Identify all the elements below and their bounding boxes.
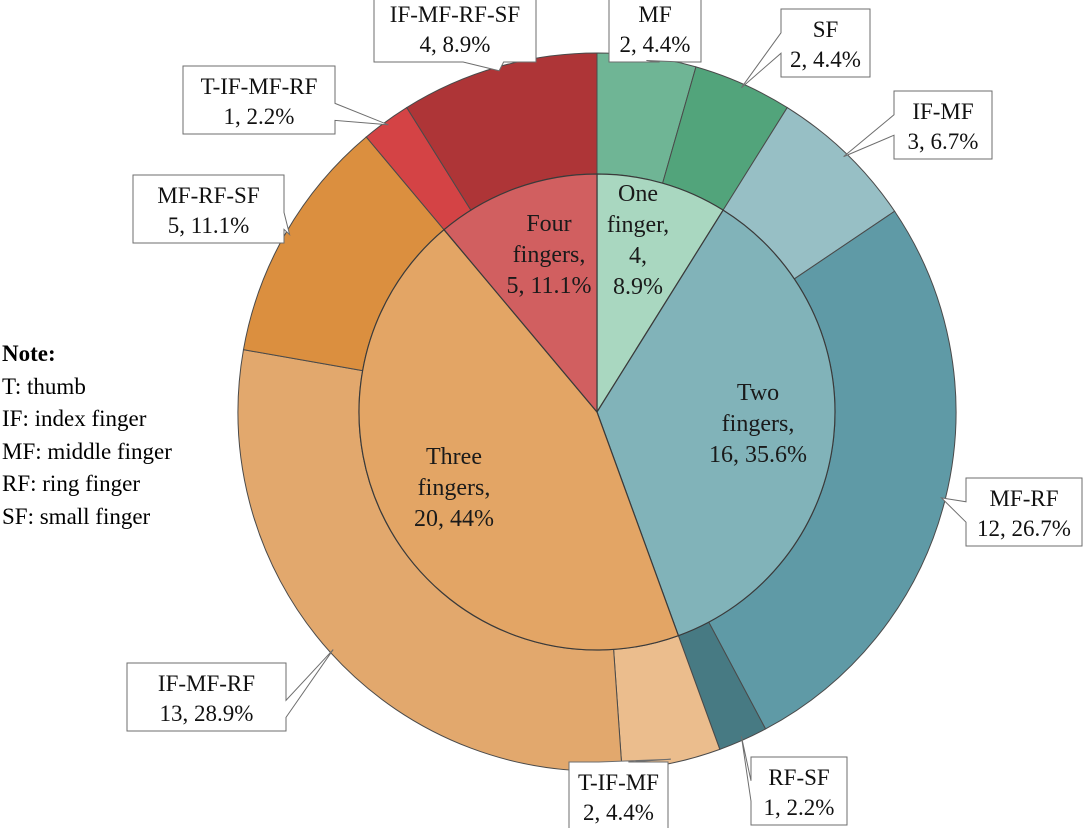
inner-slice-two-fingers <box>596 209 836 637</box>
callout-name: IF-MF-RF <box>158 671 255 696</box>
callout-name: RF-SF <box>768 765 829 790</box>
callout-t-if-mf: T-IF-MF 2, 4.4% <box>568 758 671 828</box>
callout-value: 5, 11.1% <box>168 213 250 238</box>
callout-labels: MF 2, 4.4% SF 2, 4.4% IF-MF 3, 6.7% MF-RF 12, 2… <box>126 0 1083 828</box>
callout-t-if-mf-rf: T-IF-MF-RF 1, 2.2% <box>182 65 389 135</box>
note-line-small: SF: small finger <box>2 503 151 529</box>
note-title: Note: <box>2 341 56 366</box>
callout-value: 12, 26.7% <box>977 516 1071 541</box>
callout-name: IF-MF <box>912 99 973 124</box>
callout-name: MF-RF-SF <box>157 183 259 208</box>
inner-ring <box>358 173 836 651</box>
inner-slice-one-finger <box>596 173 724 415</box>
callout-name: T-IF-MF <box>578 770 659 795</box>
callout-name: MF <box>638 2 671 27</box>
callout-name: SF <box>813 17 839 42</box>
callout-value: 2, 4.4% <box>790 47 861 72</box>
callout-mf-rf: MF-RF 12, 26.7% <box>939 477 1083 547</box>
callout-value: 2, 4.4% <box>583 800 654 825</box>
callout-name: T-IF-MF-RF <box>201 74 318 99</box>
callout-value: 3, 6.7% <box>908 129 979 154</box>
note-line-ring: RF: ring finger <box>2 471 140 496</box>
callout-name: MF-RF <box>989 486 1058 511</box>
outer-ring <box>237 52 957 772</box>
inner-slice-four-fingers <box>443 173 598 414</box>
inner-slice-three-fingers <box>358 228 680 651</box>
callout-value: 1, 2.2% <box>764 795 835 820</box>
abbreviation-note: Note: T: thumb IF: index finger MF: midd… <box>2 338 172 533</box>
callout-mf-rf-sf: MF-RF-SF 5, 11.1% <box>132 174 291 244</box>
note-line-middle: MF: middle finger <box>2 438 172 464</box>
callout-value: 2, 4.4% <box>620 32 691 57</box>
callout-value: 1, 2.2% <box>224 104 295 129</box>
callout-rf-sf: RF-SF 1, 2.2% <box>740 736 848 826</box>
note-line-index: IF: index finger <box>2 406 147 431</box>
callout-name: IF-MF-RF-SF <box>390 2 520 27</box>
callout-value: 13, 28.9% <box>160 701 254 726</box>
callout-sf: SF 2, 4.4% <box>740 8 871 89</box>
callout-value: 4, 8.9% <box>420 32 491 57</box>
callout-if-mf-rf: IF-MF-RF 13, 28.9% <box>126 649 334 732</box>
callout-if-mf-rf-sf: IF-MF-RF-SF 4, 8.9% <box>373 0 537 72</box>
callout-if-mf: IF-MF 3, 6.7% <box>843 90 993 160</box>
note-line-thumb: T: thumb <box>2 373 86 399</box>
callout-mf: MF 2, 4.4% <box>608 0 702 63</box>
